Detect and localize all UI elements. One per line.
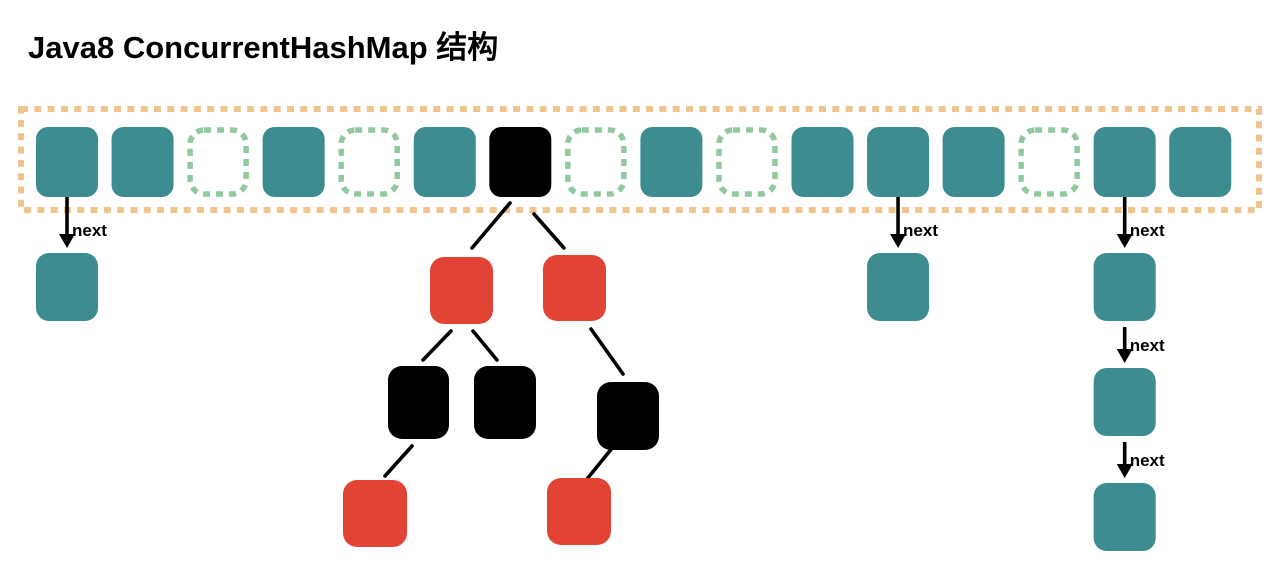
- array-border: [18, 106, 1262, 213]
- array-cell-filled: [791, 127, 854, 197]
- list-node: [867, 253, 930, 321]
- tree-node-red: [547, 478, 611, 545]
- next-arrow-head: [1116, 349, 1133, 363]
- next-arrow-head: [1116, 234, 1133, 248]
- array-cell-empty: [565, 127, 627, 197]
- tree-node-black: [388, 366, 449, 439]
- array-cell-empty: [1018, 127, 1080, 197]
- list-node: [36, 253, 98, 321]
- array-cell-filled: [1093, 127, 1156, 197]
- array-cell-filled: [262, 127, 325, 197]
- diagram-title: Java8 ConcurrentHashMap 结构: [28, 30, 499, 65]
- tree-node-black: [474, 366, 536, 439]
- list-node: [1093, 483, 1156, 551]
- list-node: [1093, 368, 1156, 436]
- array-cell-filled: [942, 127, 1005, 197]
- tree-node-red: [543, 255, 606, 321]
- tree-edge: [585, 445, 615, 481]
- next-arrow-head: [59, 234, 75, 248]
- array-cell-empty: [187, 127, 249, 197]
- array-cell-filled: [36, 127, 98, 197]
- array-cell-tree-root: [489, 127, 552, 197]
- array-cell-empty: [716, 127, 778, 197]
- array-cell-filled: [640, 127, 703, 197]
- array-cell-filled: [111, 127, 174, 197]
- tree-edge: [589, 327, 625, 376]
- tree-edge: [383, 444, 414, 478]
- next-arrow-head: [1116, 464, 1133, 478]
- tree-edge: [421, 329, 453, 362]
- array-cell-filled: [1169, 127, 1232, 197]
- tree-edge: [470, 201, 512, 250]
- tree-edge: [471, 329, 499, 362]
- list-node: [1093, 253, 1156, 321]
- next-arrow-head: [890, 234, 907, 248]
- tree-node-red: [430, 257, 493, 324]
- array-cell-filled: [867, 127, 930, 197]
- tree-node-red: [343, 480, 407, 547]
- tree-node-black: [597, 382, 659, 450]
- array-cell-filled: [413, 127, 476, 197]
- tree-edge: [532, 212, 566, 250]
- array-cell-empty: [338, 127, 400, 197]
